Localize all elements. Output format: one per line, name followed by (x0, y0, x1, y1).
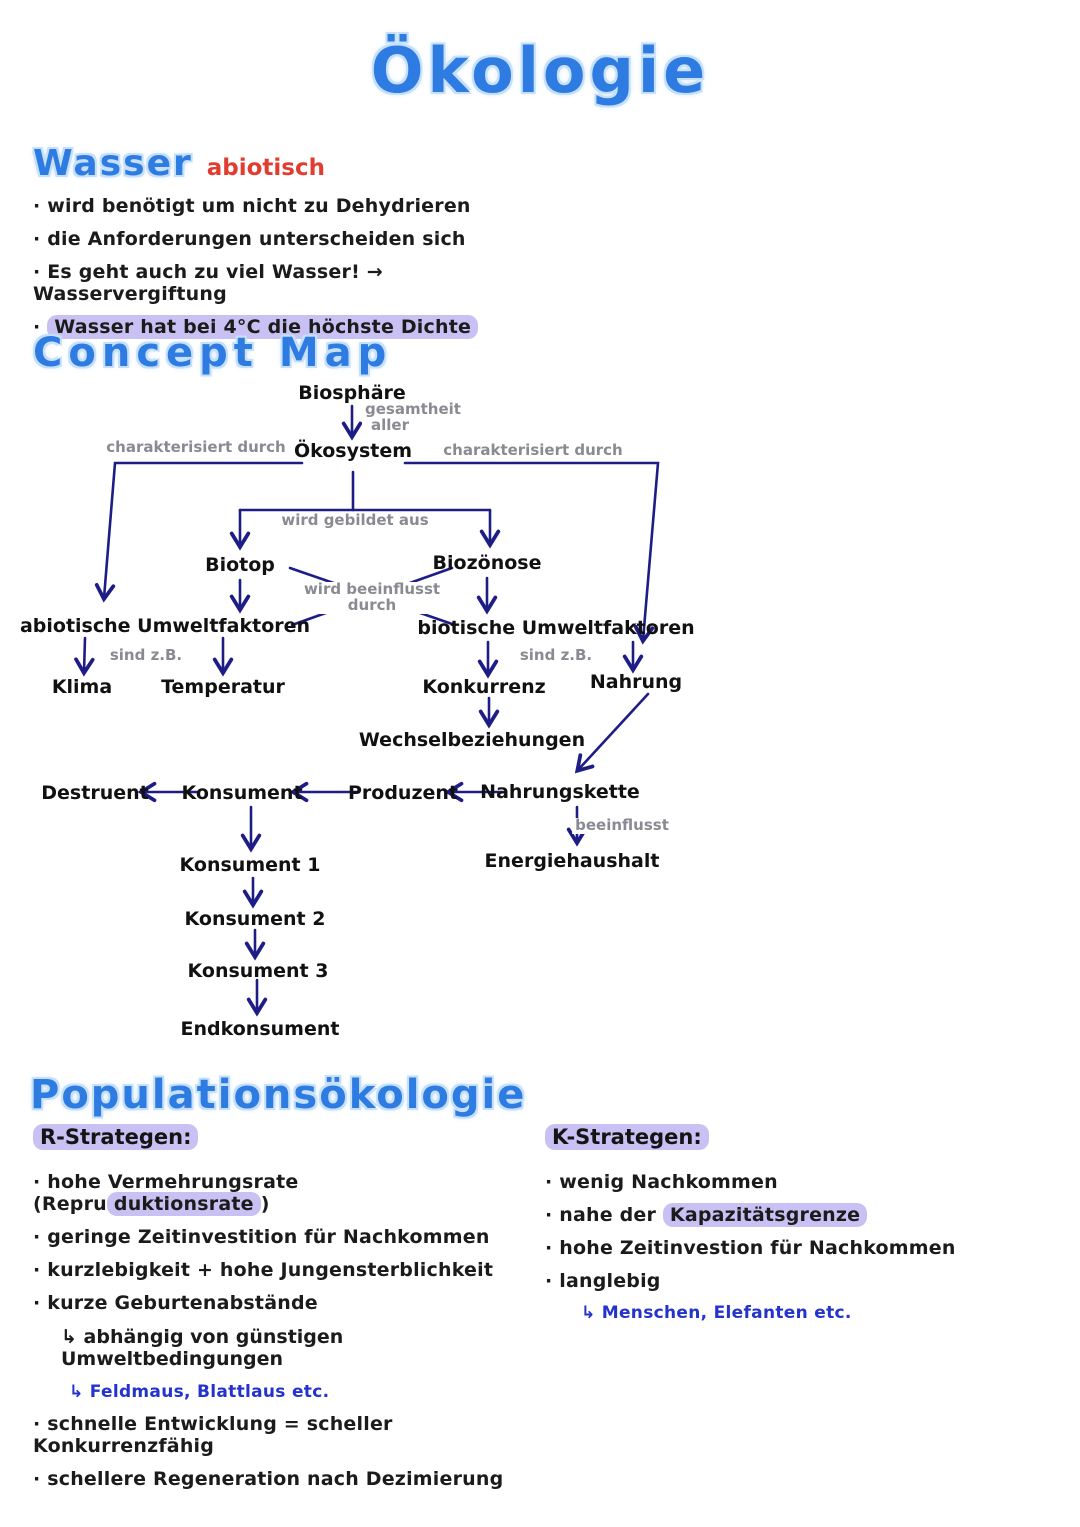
node-biotische-umweltfaktoren: biotische Umweltfaktoren (417, 617, 695, 639)
k-item-1: wenig Nachkommen (545, 1171, 1045, 1193)
edge-label-gesamtheit-line1: gesamtheit (365, 400, 461, 418)
edge-label-gesamtheit-line2: aller (371, 415, 409, 434)
edge-label-wird-beeinflusst-line1: wird beeinflusst (303, 580, 441, 598)
node-konsument: Konsument (181, 782, 303, 804)
edge-label-sind-zb-rechts: sind z.B. (516, 647, 596, 664)
edge-label-sind-zb-links: sind z.B. (106, 647, 186, 664)
edge-label-wird-gebildet-aus: wird gebildet aus (278, 512, 432, 529)
node-produzent: Produzent (347, 782, 459, 804)
node-endkonsument: Endkonsument (180, 1018, 340, 1040)
column-r-strategen: R-Strategen: hohe Vermehrungsrate (Repru… (33, 1124, 533, 1501)
wasser-bullet-4: Wasser hat bei 4°C die höchste Dichte (33, 315, 553, 339)
node-destruent: Destruent (41, 782, 149, 804)
k-item-2: nahe der Kapazitätsgrenze (545, 1203, 1045, 1227)
node-biozoenose: Biozönose (432, 552, 542, 574)
node-konsument-1: Konsument 1 (179, 854, 321, 876)
wasser-heading: Wasser (33, 143, 193, 184)
r-item-3: kurzlebigkeit + hohe Jungensterblichkeit (33, 1259, 533, 1281)
node-oekosystem: Ökosystem (293, 440, 413, 462)
edge-label-charakterisiert-links: charakterisiert durch (103, 439, 289, 456)
concept-map-arrows (74, 404, 660, 1017)
node-wechselbeziehungen: Wechselbeziehungen (358, 729, 586, 751)
edge-label-charakterisiert-rechts: charakterisiert durch (440, 442, 626, 459)
k-sub-1-examples: ↳ Menschen, Elefanten etc. (581, 1303, 852, 1323)
r-strategen-title: R-Strategen: (33, 1124, 199, 1150)
node-temperatur: Temperatur (161, 676, 285, 698)
r-sub-2-examples: ↳ Feldmaus, Blattlaus etc. (69, 1382, 330, 1402)
r-sub-1: ↳ abhängig von günstigen Umweltbedingung… (61, 1326, 344, 1370)
r-item-1-highlight: duktionsrate (106, 1192, 261, 1216)
concept-map: gesamtheit aller charakterisiert durch c… (0, 380, 1080, 1060)
population-heading: Populationsökologie (30, 1072, 527, 1118)
k-item-3: hohe Zeitinvestion für Nachkommen (545, 1237, 1045, 1259)
page-title: Ökologie (370, 34, 710, 107)
r-item-4: kurze Geburtenabstände (33, 1292, 533, 1314)
edge-label-gesamtheit-aller: gesamtheit aller (362, 400, 464, 434)
wasser-bullet-2: die Anforderungen unterscheiden sich (33, 228, 553, 250)
edge-label-beeinflusst: beeinflusst (572, 817, 672, 834)
k-item-2-pre: nahe der (559, 1204, 663, 1226)
node-biotop: Biotop (205, 554, 275, 576)
wasser-heading-row: Wasser abiotisch (33, 143, 553, 184)
k-item-4: langlebig (545, 1270, 1045, 1292)
node-nahrung: Nahrung (589, 671, 683, 693)
node-nahrungskette: Nahrungskette (480, 781, 640, 803)
node-abiotische-umweltfaktoren: abiotische Umweltfaktoren (19, 615, 311, 637)
r-item-5: schnelle Entwicklung = scheller Konkurre… (33, 1413, 533, 1457)
node-energiehaushalt: Energiehaushalt (484, 850, 660, 872)
r-item-1-pre: hohe Vermehrungsrate (Repru (33, 1171, 299, 1215)
column-k-strategen: K-Strategen: wenig Nachkommen nahe der K… (545, 1124, 1045, 1333)
r-item-2: geringe Zeitinvestition für Nachkommen (33, 1226, 533, 1248)
node-biosphaere: Biosphäre (298, 382, 406, 404)
concept-map-heading: Concept Map (33, 330, 393, 376)
wasser-bullet-3: Es geht auch zu viel Wasser! → Wasserver… (33, 261, 553, 305)
edge-label-wird-beeinflusst-line2: durch (347, 595, 397, 614)
node-konkurrenz: Konkurrenz (422, 676, 546, 698)
k-strategen-title: K-Strategen: (545, 1124, 709, 1150)
node-klima: Klima (51, 676, 113, 698)
wasser-tag-abiotisch: abiotisch (206, 155, 325, 181)
edge-label-wird-beeinflusst-durch: wird beeinflusst durch (300, 580, 444, 614)
node-konsument-3: Konsument 3 (187, 960, 329, 982)
node-konsument-2: Konsument 2 (184, 908, 326, 930)
k-item-2-highlight: Kapazitätsgrenze (662, 1203, 868, 1227)
r-item-1-post: ) (260, 1193, 270, 1215)
r-item-6: schellere Regeneration nach Dezimierung (33, 1468, 533, 1490)
section-wasser: Wasser abiotisch wird benötigt um nicht … (33, 143, 553, 349)
wasser-bullet-4-highlight: Wasser hat bei 4°C die höchste Dichte (47, 315, 479, 339)
wasser-bullet-1: wird benötigt um nicht zu Dehydrieren (33, 195, 553, 217)
